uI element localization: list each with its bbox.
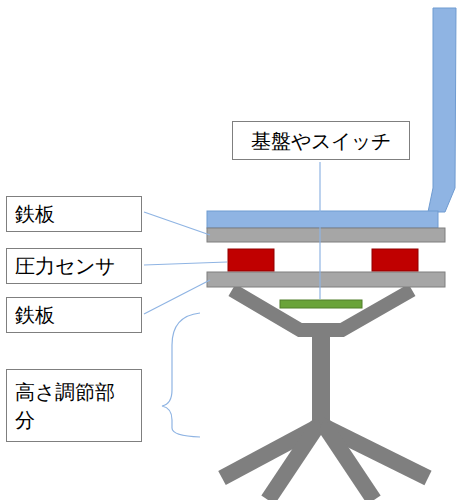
label-text: 高さ調節部分 (15, 378, 133, 434)
label-text: 鉄板 (15, 200, 55, 228)
backrest (428, 8, 456, 212)
upper-iron-plate (207, 228, 445, 242)
label-text: 鉄板 (15, 301, 55, 329)
circuit-board (280, 300, 362, 308)
label-text: 基盤やスイッチ (251, 127, 391, 155)
label-box: 基盤やスイッチ (232, 121, 410, 160)
label-box: 鉄板 (6, 297, 142, 333)
height-adjust-stand (222, 290, 428, 500)
label-box: 圧力センサ (6, 248, 142, 284)
seat (207, 211, 438, 228)
pressure-sensor (228, 249, 274, 271)
leader-lines (144, 162, 320, 437)
label-text: 圧力センサ (15, 252, 115, 280)
lower-iron-plate (207, 272, 445, 287)
label-box: 鉄板 (6, 196, 142, 232)
pressure-sensor (372, 249, 418, 271)
label-box: 高さ調節部分 (6, 369, 142, 442)
